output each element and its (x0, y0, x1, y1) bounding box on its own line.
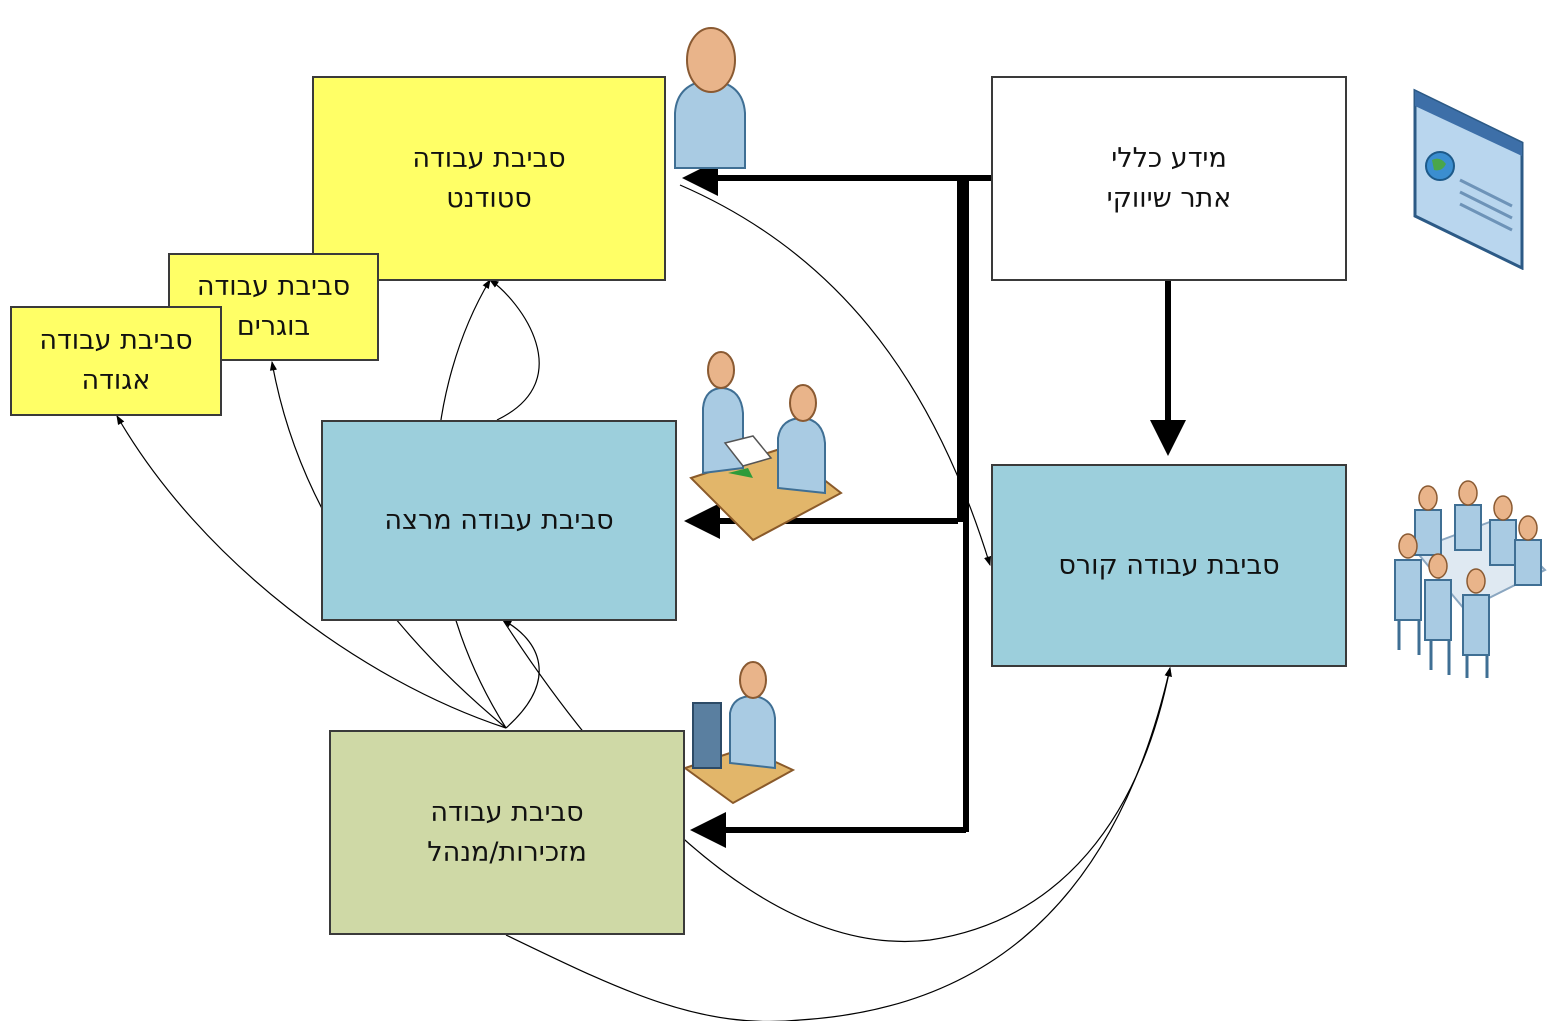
secretary-box-line2: מזכירות/מנהל (427, 836, 587, 868)
course-group-icon (1394, 480, 1547, 678)
student-box-line2: סטודנט (446, 182, 532, 214)
connector-lecturer-to-student (489, 279, 540, 421)
union-box-line2: אגודה (81, 365, 151, 396)
course-box-line1: סביבת עבודה קורס (1058, 549, 1280, 581)
graduates-box-line1: סביבת עבודה (196, 271, 351, 302)
graduates-box-line2: בוגרים (236, 311, 311, 342)
course-environment-box[interactable]: סביבת עבודה קורס (991, 464, 1347, 667)
lecturer-box-line1: סביבת עבודה מרצה (384, 504, 614, 536)
connector-secretary-to-course-lower (505, 666, 1172, 1021)
lecturer-meeting-icon (689, 351, 843, 542)
info-box-line2: אתר שיווקי (1106, 182, 1232, 214)
union-environment-box[interactable]: סביבת עבודה אגודה (10, 306, 222, 416)
connector-secretary-to-lecturer (501, 619, 540, 729)
secretary-box-line1: סביבת עבודה (430, 796, 584, 828)
student-box-line1: סביבת עבודה (412, 142, 566, 174)
connector-secretary-to-union (116, 414, 507, 729)
general-info-box[interactable]: מידע כללי אתר שיווקי (991, 76, 1347, 281)
lecturer-environment-box[interactable]: סביבת עבודה מרצה (321, 420, 677, 621)
student-person-icon (674, 27, 746, 169)
info-box-line1: מידע כללי (1111, 142, 1227, 174)
website-icon (1413, 88, 1524, 270)
secretary-workstation-icon (685, 661, 795, 805)
student-environment-box[interactable]: סביבת עבודה סטודנט (312, 76, 666, 281)
secretary-environment-box[interactable]: סביבת עבודה מזכירות/מנהל (329, 730, 685, 935)
union-box-line1: סביבת עבודה (39, 325, 193, 356)
